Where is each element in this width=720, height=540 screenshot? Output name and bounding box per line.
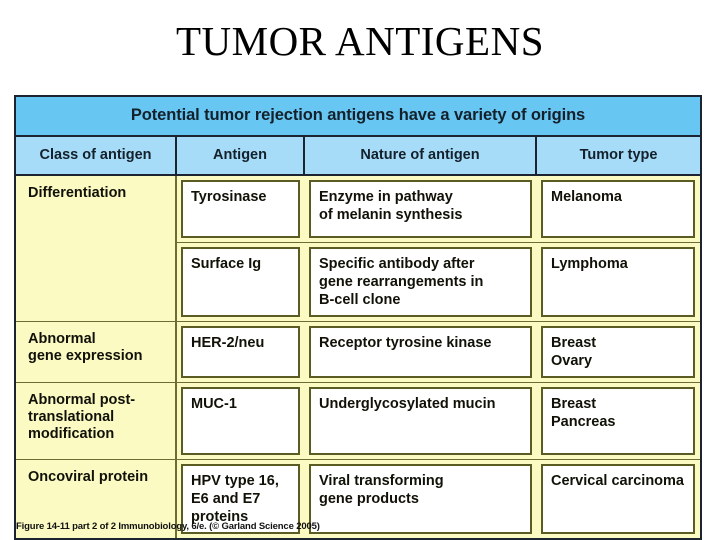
cell-antigen: HPV type 16, E6 and E7 proteins xyxy=(177,460,305,538)
antigen-value: Tyrosinase xyxy=(181,180,300,238)
antigen-value: HPV type 16, E6 and E7 proteins xyxy=(181,464,300,534)
antigen-value: Surface Ig xyxy=(181,247,300,317)
antigen-value: MUC-1 xyxy=(181,387,300,455)
table-subrow: MUC-1 Underglycosylated mucin Breast xyxy=(177,383,700,459)
figure-caption: Figure 14-11 part 2 of 2 Immunobiology, … xyxy=(16,521,320,532)
table-row: Differentiation Tyrosinase Enzyme in pat… xyxy=(16,176,700,322)
table-row: Oncoviral protein HPV type 16, E6 and E7… xyxy=(16,460,700,538)
tumor-type-value: Breast Pancreas xyxy=(541,387,695,455)
row-entries: HPV type 16, E6 and E7 proteins Viral tr… xyxy=(177,460,700,538)
nature-value: Viral transforming gene products xyxy=(309,464,532,534)
tumor-type-line: Ovary xyxy=(551,353,593,369)
tumor-type-value: Cervical carcinoma xyxy=(541,464,695,534)
table-subrow: HPV type 16, E6 and E7 proteins Viral tr… xyxy=(177,460,700,538)
class-line: translational xyxy=(28,409,115,425)
tumor-type-line: Melanoma xyxy=(551,189,622,205)
nature-value: Specific antibody after gene rearrangeme… xyxy=(309,247,532,317)
cell-class-of-antigen: Abnormal post- translational modificatio… xyxy=(16,383,177,459)
tumor-type-value: Melanoma xyxy=(541,180,695,238)
cell-antigen: HER-2/neu xyxy=(177,322,305,382)
antigen-value: HER-2/neu xyxy=(181,326,300,378)
cell-antigen: Surface Ig xyxy=(177,243,305,321)
nature-value: Receptor tyrosine kinase xyxy=(309,326,532,378)
cell-nature-of-antigen: Underglycosylated mucin xyxy=(305,383,537,459)
class-line: gene expression xyxy=(28,348,143,364)
cell-antigen: MUC-1 xyxy=(177,383,305,459)
class-line: Abnormal xyxy=(28,331,96,347)
nature-line: Viral transforming xyxy=(319,473,444,489)
cell-class-of-antigen: Oncoviral protein xyxy=(16,460,177,538)
cell-class-of-antigen: Differentiation xyxy=(16,176,177,321)
page-title: TUMOR ANTIGENS xyxy=(175,18,545,64)
class-line: Abnormal post- xyxy=(28,392,136,408)
table-subrow: Tyrosinase Enzyme in pathway of melanin … xyxy=(177,176,700,243)
cell-tumor-type: Breast Pancreas xyxy=(537,383,700,459)
column-header-class-of-antigen: Class of antigen xyxy=(16,137,177,174)
cell-tumor-type: Melanoma xyxy=(537,176,700,242)
cell-nature-of-antigen: Specific antibody after gene rearrangeme… xyxy=(305,243,537,321)
table-body: Differentiation Tyrosinase Enzyme in pat… xyxy=(16,174,700,538)
tumor-antigen-figure: Potential tumor rejection antigens have … xyxy=(14,95,702,540)
cell-tumor-type: Breast Ovary xyxy=(537,322,700,382)
tumor-type-value: Breast Ovary xyxy=(541,326,695,378)
table-banner-title: Potential tumor rejection antigens have … xyxy=(16,97,700,137)
nature-line: gene products xyxy=(319,491,419,507)
tumor-type-line: Lymphoma xyxy=(551,256,628,272)
column-header-antigen: Antigen xyxy=(177,137,305,174)
row-entries: MUC-1 Underglycosylated mucin Breast xyxy=(177,383,700,459)
table-row: Abnormal gene expression HER-2/neu Recep… xyxy=(16,322,700,383)
table-subrow: Surface Ig Specific antibody after gene … xyxy=(177,243,700,321)
cell-tumor-type: Cervical carcinoma xyxy=(537,460,700,538)
nature-line: Underglycosylated mucin xyxy=(319,396,496,412)
nature-line: Specific antibody after xyxy=(319,256,475,272)
cell-antigen: Tyrosinase xyxy=(177,176,305,242)
column-header-nature-of-antigen: Nature of antigen xyxy=(305,137,537,174)
table-column-header-row: Class of antigen Antigen Nature of antig… xyxy=(16,137,700,174)
cell-nature-of-antigen: Receptor tyrosine kinase xyxy=(305,322,537,382)
cell-class-of-antigen: Abnormal gene expression xyxy=(16,322,177,382)
tumor-type-line: Breast xyxy=(551,335,597,351)
cell-nature-of-antigen: Enzyme in pathway of melanin synthesis xyxy=(305,176,537,242)
column-header-tumor-type: Tumor type xyxy=(579,147,658,163)
antigen-table: Potential tumor rejection antigens have … xyxy=(14,95,702,540)
nature-line: Receptor tyrosine kinase xyxy=(319,335,492,351)
nature-value: Enzyme in pathway of melanin synthesis xyxy=(309,180,532,238)
tumor-type-line: Pancreas xyxy=(551,414,616,430)
nature-line: of melanin synthesis xyxy=(319,207,463,223)
cell-tumor-type: Lymphoma xyxy=(537,243,700,321)
table-row: Abnormal post- translational modificatio… xyxy=(16,383,700,460)
nature-line: Enzyme in pathway xyxy=(319,189,453,205)
antigen-line: HPV type 16, xyxy=(191,473,279,489)
row-entries: HER-2/neu Receptor tyrosine kinase Breas… xyxy=(177,322,700,382)
tumor-type-line: Breast xyxy=(551,396,597,412)
class-line: modification xyxy=(28,426,115,442)
antigen-line: proteins xyxy=(191,509,249,525)
row-entries: Tyrosinase Enzyme in pathway of melanin … xyxy=(177,176,700,321)
nature-line: B-cell clone xyxy=(319,292,401,308)
cell-nature-of-antigen: Viral transforming gene products xyxy=(305,460,537,538)
nature-value: Underglycosylated mucin xyxy=(309,387,532,455)
nature-line: gene rearrangements in xyxy=(319,274,484,290)
table-subrow: HER-2/neu Receptor tyrosine kinase Breas… xyxy=(177,322,700,382)
tumor-type-value: Lymphoma xyxy=(541,247,695,317)
tumor-type-line: Cervical carcinoma xyxy=(551,473,684,489)
antigen-line: E6 and E7 xyxy=(191,491,261,507)
